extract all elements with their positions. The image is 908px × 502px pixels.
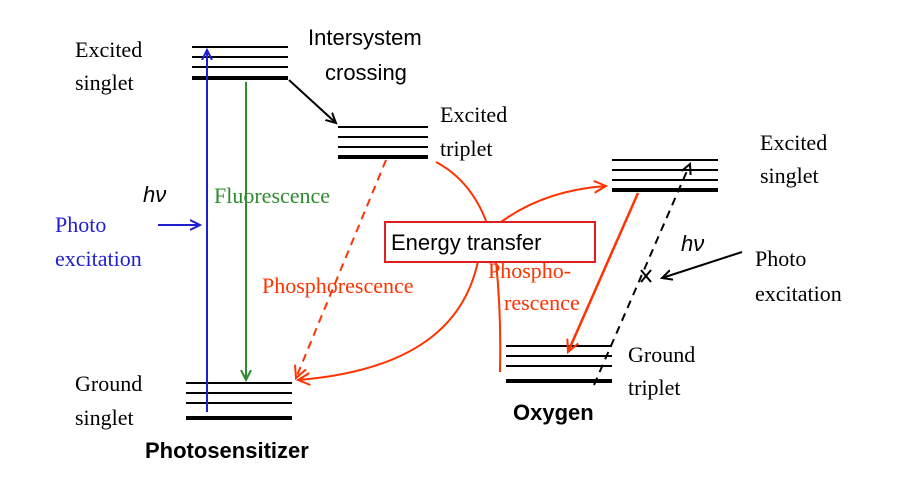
intersystem-crossing-label: Intersystem crossing xyxy=(308,25,428,85)
fluorescence-label: Fluorescence xyxy=(214,183,330,208)
photosensitizer-title: Photosensitizer xyxy=(145,438,309,463)
o2-photo-excitation-label: Photo excitation xyxy=(755,246,842,306)
oxygen-title: Oxygen xyxy=(513,400,594,425)
ps-excited-triplet-label: Excited triplet xyxy=(440,102,513,161)
o2-excited-singlet-label: Excited singlet xyxy=(760,130,833,188)
ps-phosphorescence-label: Phosphorescence xyxy=(262,273,414,298)
forbidden-cross-icon xyxy=(640,269,652,283)
o2-ground-triplet-label: Ground triplet xyxy=(628,342,701,400)
ps-excited-triplet-levels xyxy=(338,126,428,159)
ps-excited-singlet-label: Excited singlet xyxy=(75,37,148,95)
intersystem-crossing-arrow xyxy=(288,79,336,123)
o2-excited-singlet-levels xyxy=(612,159,718,192)
o2-ground-triplet-levels xyxy=(506,345,612,383)
o2-hnu-label: hν xyxy=(681,231,704,256)
ps-ground-singlet-levels xyxy=(186,382,292,420)
energy-transfer-label: Energy transfer xyxy=(391,230,541,255)
o2-photo-excitation-arrow xyxy=(662,251,743,278)
o2-excitation-arrow xyxy=(593,164,690,386)
ps-phosphorescence-arrow xyxy=(296,159,387,378)
o2-phosphorescence-arrow xyxy=(568,192,640,352)
ps-photo-excitation-label: Photo excitation xyxy=(55,212,142,271)
ps-ground-singlet-label: Ground singlet xyxy=(75,371,148,430)
energy-transfer-box xyxy=(384,221,596,263)
energy-transfer-curve-to-ps xyxy=(298,249,481,380)
ps-hnu-label: hν xyxy=(143,182,166,207)
o2-phosphorescence-label: Phospho- rescence xyxy=(488,258,580,315)
